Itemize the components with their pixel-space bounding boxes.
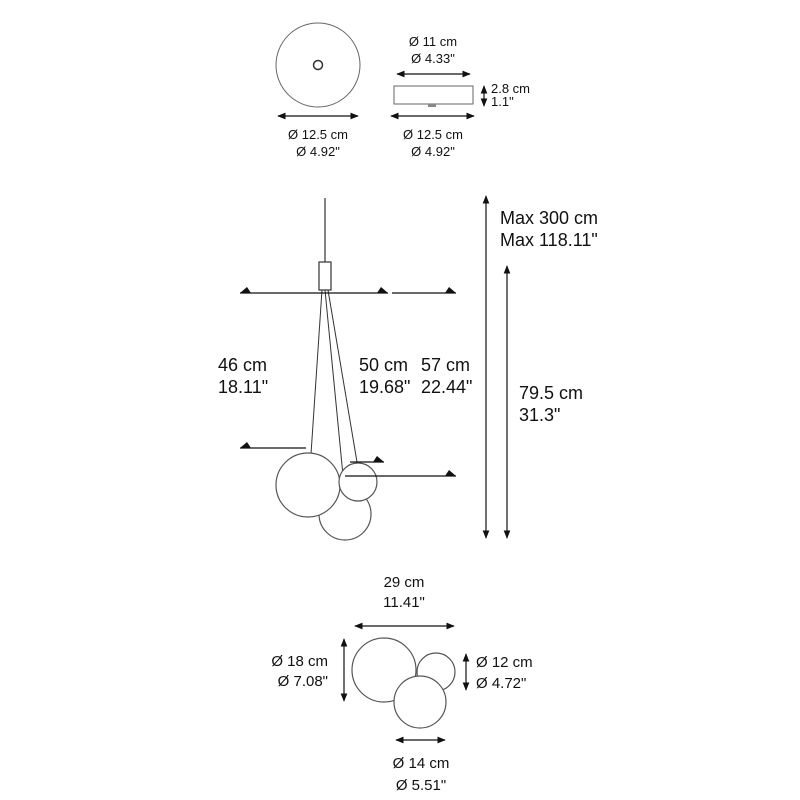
ref-tick-top-right (445, 287, 456, 293)
drop-large-cm: 46 cm (218, 355, 267, 375)
canopy-mount-nub (428, 104, 436, 107)
elevation-globe-large (275, 452, 341, 518)
plan-small-diameter-in: Ø 4.72" (476, 675, 526, 692)
total-height-in: 31.3" (519, 405, 560, 425)
ref-tick-medium-globe (445, 470, 456, 476)
canopy-plan-diameter-in: Ø 4.92" (296, 144, 340, 159)
plan-medium-diameter-in: Ø 5.51" (396, 777, 446, 794)
drop-small-in: 19.68" (359, 377, 410, 397)
canopy-center-hole (312, 59, 324, 71)
plan-large-diameter-cm: Ø 18 cm (271, 653, 328, 670)
plan-small-diameter-cm: Ø 12 cm (476, 654, 533, 671)
plan-globe-medium (393, 675, 447, 729)
canopy-side-diameter-cm: Ø 12.5 cm (403, 127, 463, 142)
canopy-plan-diameter-cm: Ø 12.5 cm (288, 127, 348, 142)
canopy-disc (275, 22, 361, 108)
pendant-elevation: 46 cm 18.11" 50 cm 19.68" 57 cm 22.44" M… (218, 195, 598, 541)
max-length-in: Max 118.11" (500, 230, 598, 250)
total-height-cm: 79.5 cm (519, 383, 583, 403)
ref-tick-top-mid (377, 287, 388, 293)
canopy-side-diameter-in: Ø 4.92" (411, 144, 455, 159)
drop-large-in: 18.11" (218, 377, 268, 397)
elevation-globe-small (338, 462, 378, 502)
drop-medium-cm: 57 cm (421, 355, 470, 375)
canopy-top-diameter-in: Ø 4.33" (411, 51, 455, 66)
wire-small-globe (327, 289, 358, 463)
canopy-height-in: 1.1" (491, 94, 514, 109)
plan-large-diameter-in: Ø 7.08" (278, 673, 328, 690)
plan-width-in: 11.41" (383, 594, 425, 611)
canopy-top-diameter-cm: Ø 11 cm (409, 34, 457, 49)
cable-connector (318, 261, 332, 291)
plan-width-cm: 29 cm (384, 574, 425, 591)
max-length-cm: Max 300 cm (500, 208, 598, 228)
plan-medium-diameter-cm: Ø 14 cm (393, 755, 450, 772)
wire-large-globe (310, 289, 323, 455)
wire-medium-globe (324, 289, 346, 497)
drop-small-cm: 50 cm (359, 355, 408, 375)
canopy-height-cm: 2.8 cm (491, 81, 530, 96)
pendant-plan-view: 29 cm 11.41" Ø 18 cm Ø 7.08" Ø 12 cm Ø 4… (271, 574, 532, 794)
ref-tick-small-globe (373, 456, 384, 462)
drop-medium-in: 22.44" (421, 377, 472, 397)
canopy-top-view: Ø 12.5 cm Ø 4.92" (275, 22, 361, 159)
canopy-body (393, 85, 474, 105)
ref-tick-large-globe (240, 442, 251, 448)
canopy-side-view: Ø 11 cm Ø 4.33" 2.8 cm 1.1" Ø 12.5 cm Ø … (390, 34, 530, 159)
ref-tick-top-left (240, 287, 251, 293)
